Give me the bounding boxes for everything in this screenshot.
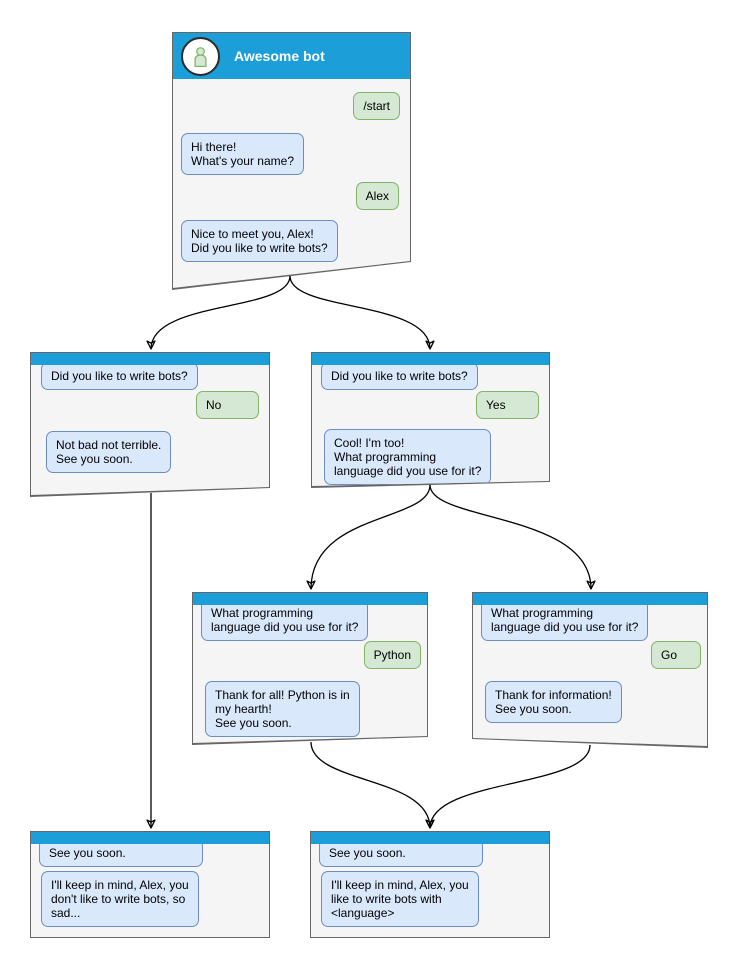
bot-avatar <box>181 37 220 76</box>
bot-message-bubble: Hi there! What's your name? <box>181 133 304 175</box>
window-title-bar <box>473 593 707 605</box>
user-message-bubble: Yes <box>476 391 539 419</box>
person-icon <box>188 44 213 69</box>
window-body: Did you like to write bots? Yes Cool! I'… <box>312 353 549 487</box>
user-message-bubble: Alex <box>356 182 399 210</box>
bot-message-bubble: Thank for information! See you soon. <box>485 681 622 723</box>
chat-window-main: Awesome bot /start Hi there! What's your… <box>172 32 411 290</box>
bot-message-bubble: What programming language did you use fo… <box>481 599 648 641</box>
window-title-bar <box>311 832 549 844</box>
connector-yes-to-python <box>311 484 431 589</box>
bot-message-bubble: I'll keep in mind, Alex, you like to wri… <box>321 871 479 927</box>
connector-python-to-end <box>310 741 430 828</box>
bot-message-bubble: What programming language did you use fo… <box>201 599 368 641</box>
connector-go-to-end <box>430 744 591 828</box>
chat-window-no: Did you like to write bots? No Not bad n… <box>30 352 270 497</box>
window-title-bar <box>193 593 427 605</box>
chat-window-python: What programming language did you use fo… <box>192 592 428 745</box>
bot-message-bubble: Cool! I'm too! What programming language… <box>324 429 491 485</box>
window-title-bar <box>31 832 269 844</box>
window-frame: Did you like to write bots? No Not bad n… <box>30 352 270 497</box>
bot-message-bubble: Nice to meet you, Alex! Did you like to … <box>181 220 338 262</box>
window-body: What programming language did you use fo… <box>473 593 707 747</box>
connector-start-to-no <box>151 275 291 349</box>
user-message-bubble: /start <box>353 92 400 120</box>
window-frame: Awesome bot /start Hi there! What's your… <box>172 32 411 290</box>
user-message-bubble: Python <box>364 641 421 669</box>
chat-window-end-yes: See you soon. I'll keep in mind, Alex, y… <box>310 831 550 938</box>
window-title-bar <box>312 353 549 365</box>
chat-window-yes: Did you like to write bots? Yes Cool! I'… <box>311 352 550 488</box>
connector-start-to-yes <box>289 275 430 349</box>
user-message-bubble: Go <box>651 641 701 669</box>
window-body: What programming language did you use fo… <box>193 593 427 744</box>
chat-window-go: What programming language did you use fo… <box>472 592 708 748</box>
window-body: Did you like to write bots? No Not bad n… <box>31 353 269 496</box>
window-frame: What programming language did you use fo… <box>192 592 428 745</box>
bot-message-bubble: I'll keep in mind, Alex, you don't like … <box>41 871 199 927</box>
window-title-bar <box>31 353 269 365</box>
bot-message-bubble: Thank for all! Python is in my hearth! S… <box>205 681 360 737</box>
bot-message-bubble: Did you like to write bots? <box>321 362 478 390</box>
chat-window-end-no: See you soon. I'll keep in mind, Alex, y… <box>30 831 270 938</box>
bot-message-bubble: Not bad not terrible. See you soon. <box>46 431 171 473</box>
window-frame: Did you like to write bots? Yes Cool! I'… <box>311 352 550 488</box>
window-body: Awesome bot /start Hi there! What's your… <box>173 33 410 289</box>
bot-name: Awesome bot <box>234 48 325 64</box>
bot-message-bubble: Did you like to write bots? <box>41 362 198 390</box>
window-frame: What programming language did you use fo… <box>472 592 708 748</box>
chat-header: Awesome bot <box>173 33 410 79</box>
user-message-bubble: No <box>196 391 259 419</box>
connector-yes-to-go <box>429 484 591 589</box>
